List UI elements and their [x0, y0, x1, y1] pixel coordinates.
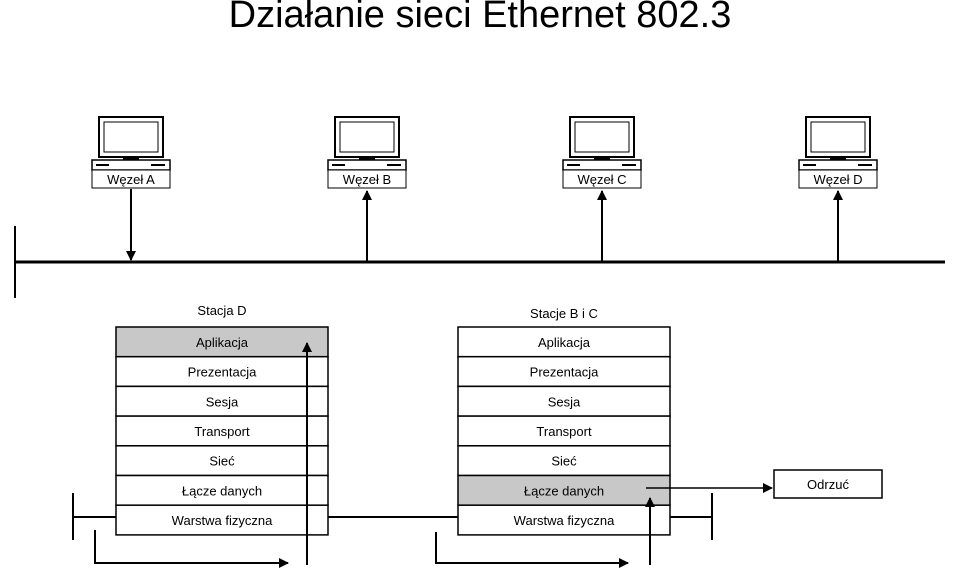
layer-label: Warstwa fizyczna: [514, 513, 615, 528]
layer-label: Łącze danych: [182, 483, 262, 498]
stack-title: Stacja D: [197, 303, 246, 318]
stack-stations-b-c: Stacje B i C AplikacjaPrezentacjaSesjaTra…: [457, 306, 671, 536]
layer-cell: Sesja: [457, 385, 671, 417]
layer-label: Sesja: [206, 394, 239, 409]
layer-label: Prezentacja: [188, 365, 257, 380]
layer-label: Aplikacja: [538, 335, 591, 350]
layer-label: Sesja: [548, 394, 581, 409]
node-label: Węzeł D: [813, 172, 862, 187]
layer-cell: Prezentacja: [457, 355, 671, 388]
layer-cell: Transport: [115, 415, 329, 447]
layer-label: Aplikacja: [196, 335, 249, 350]
node-d: Węzeł D: [798, 116, 878, 262]
node-label: Węzeł B: [343, 172, 391, 187]
stations-b-c-signal-path: [435, 483, 773, 568]
layer-cell: Sieć: [457, 445, 671, 477]
layer-cell: Łącze danych: [115, 474, 329, 506]
layer-label: Prezentacja: [530, 365, 599, 380]
node-label: Węzeł C: [577, 172, 626, 187]
node-label: Węzeł A: [107, 172, 155, 187]
node-a: Węzeł A: [91, 116, 171, 261]
computer-icon: [327, 116, 407, 171]
layer-label: Łącze danych: [524, 483, 604, 498]
discard-box: Odrzuć: [773, 469, 883, 499]
layer-cell: Prezentacja: [115, 355, 329, 388]
layer-label: Sieć: [551, 454, 577, 469]
layer-cell: Warstwa fizyczna: [457, 504, 671, 536]
layer-cell: Aplikacja: [457, 326, 671, 358]
layer-cell: Warstwa fizyczna: [115, 504, 329, 536]
computer-icon: [798, 116, 878, 171]
ethernet-bus: [14, 226, 945, 298]
stack-station-d: Stacja D AplikacjaPrezentacjaSesjaTranspo…: [115, 303, 329, 536]
nodes: Węzeł A Węzeł B Węzeł C Węzeł D: [91, 116, 878, 262]
node-b: Węzeł B: [327, 116, 407, 262]
node-c: Węzeł C: [562, 116, 642, 262]
layer-cell: Łącze danych: [457, 474, 671, 506]
page-title: Działanie sieci Ethernet 802.3: [228, 0, 732, 36]
layer-cell: Aplikacja: [115, 326, 329, 358]
layer-cell: Sieć: [115, 445, 329, 477]
layer-cell: Transport: [457, 415, 671, 447]
station-d-signal-path: [72, 342, 458, 568]
computer-icon: [562, 116, 642, 171]
discard-label: Odrzuć: [807, 477, 849, 492]
layer-label: Warstwa fizyczna: [172, 513, 273, 528]
layer-label: Sieć: [209, 454, 235, 469]
layer-label: Transport: [194, 424, 250, 439]
layer-label: Transport: [536, 424, 592, 439]
computer-icon: [91, 116, 171, 171]
stack-title: Stacje B i C: [530, 306, 598, 321]
layer-cell: Sesja: [115, 385, 329, 417]
